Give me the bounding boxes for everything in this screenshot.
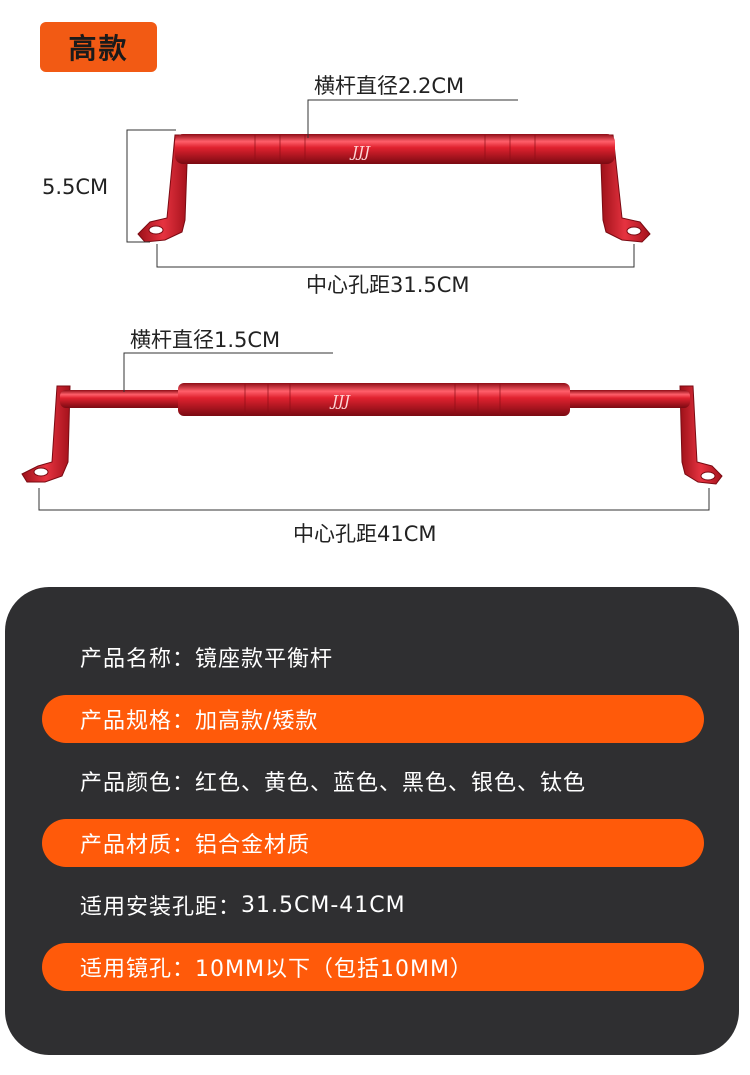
spec-label: 产品颜色： — [80, 771, 196, 796]
bottom-diameter-label: 横杆直径1.5CM — [130, 328, 281, 352]
brand-logo: JJJ — [349, 143, 371, 161]
bottom-spacing-label: 中心孔距41CM — [293, 522, 437, 546]
spec-value: 红色、黄色、蓝色、黑色、银色、钛色 — [195, 771, 587, 796]
top-spacing-label: 中心孔距31.5CM — [306, 273, 470, 297]
spec-row-spacing: 适用安装孔距：31.5CM-41CM — [42, 881, 704, 929]
spec-value: 加高款/矮款 — [195, 709, 319, 734]
spec-value: 镜座款平衡杆 — [195, 647, 334, 672]
spec-row-name: 产品名称：镜座款平衡杆 — [42, 633, 704, 681]
high-bar: JJJ — [137, 134, 651, 243]
spec-label: 产品材质： — [80, 833, 196, 858]
spec-row-color: 产品颜色：红色、黄色、蓝色、黑色、银色、钛色 — [42, 757, 704, 805]
height-label: 5.5CM — [42, 175, 109, 199]
spec-label: 产品名称： — [80, 647, 196, 672]
brand-logo: JJJ — [329, 392, 351, 410]
spec-row-hole: 适用镜孔：10MM以下（包括10MM） — [42, 943, 704, 991]
spec-label: 适用安装孔距： — [80, 895, 242, 920]
model-badge: 高款 — [40, 22, 157, 72]
spec-value: 铝合金材质 — [195, 833, 311, 858]
spec-panel: 产品名称：镜座款平衡杆 产品规格：加高款/矮款 产品颜色：红色、黄色、蓝色、黑色… — [5, 587, 739, 1055]
spec-label: 适用镜孔： — [80, 957, 196, 982]
spec-row-material: 产品材质：铝合金材质 — [42, 819, 704, 867]
spec-value: 10MM以下（包括10MM） — [195, 957, 473, 982]
product-diagram: JJJ JJJ — [21, 99, 723, 511]
spec-row-size: 产品规格：加高款/矮款 — [42, 695, 704, 743]
top-diameter-label: 横杆直径2.2CM — [314, 74, 465, 98]
spec-label: 产品规格： — [80, 709, 196, 734]
spec-value: 31.5CM-41CM — [241, 892, 406, 918]
low-bar: JJJ — [21, 383, 723, 485]
